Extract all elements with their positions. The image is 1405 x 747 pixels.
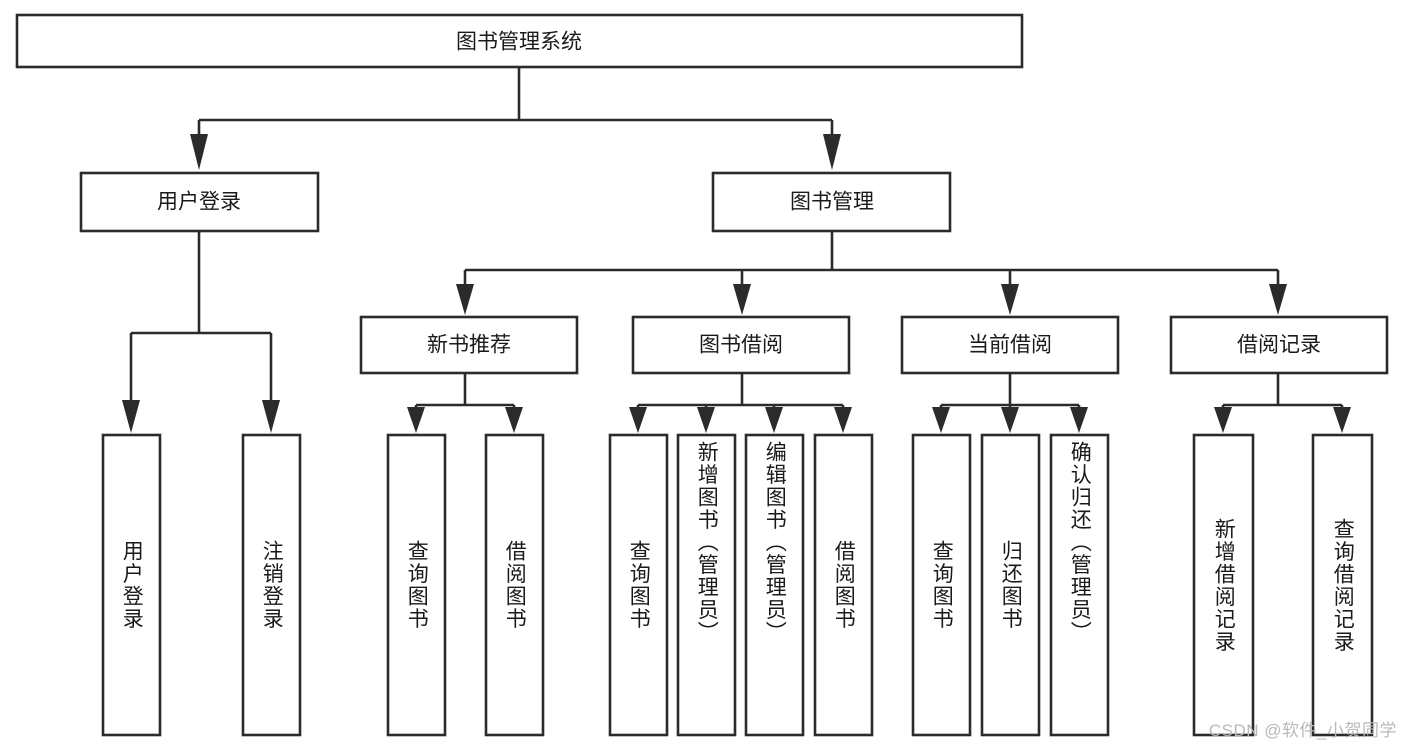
connector-group-book-borrow bbox=[629, 373, 852, 433]
arrow-head-user-login bbox=[190, 134, 208, 170]
leaf-rect-nbr-1[interactable] bbox=[386, 433, 447, 737]
arrow-head-book-borrow bbox=[733, 284, 751, 315]
node-new-book-recommend[interactable]: 新书推荐 bbox=[359, 315, 579, 375]
node-book-manage-label: 图书管理 bbox=[790, 191, 874, 214]
connector-group-new-book-recommend bbox=[407, 373, 523, 433]
node-new-book-recommend-label: 新书推荐 bbox=[427, 334, 511, 357]
node-user-login-label: 用户登录 bbox=[157, 191, 241, 214]
node-book-borrow-rect[interactable] bbox=[631, 315, 851, 375]
arrow-head-leaf-bb-2 bbox=[697, 407, 715, 433]
leaf-rect-br-2[interactable] bbox=[1311, 433, 1374, 737]
arrow-head-leaf-cb-1 bbox=[932, 407, 950, 433]
leaf-rect-br-1[interactable] bbox=[1192, 433, 1255, 737]
arrow-head-book-manage bbox=[823, 134, 841, 170]
node-root[interactable]: 图书管理系统 bbox=[15, 13, 1024, 69]
arrow-head-leaf-bb-1 bbox=[629, 407, 647, 433]
arrow-head-current-borrow bbox=[1001, 284, 1019, 315]
node-borrow-record[interactable]: 借阅记录 bbox=[1169, 315, 1389, 375]
arrow-head-leaf-bb-3 bbox=[765, 407, 783, 433]
node-current-borrow-label: 当前借阅 bbox=[968, 334, 1052, 357]
leaf-rect-bb-3[interactable] bbox=[744, 433, 805, 737]
node-book-manage-rect[interactable] bbox=[711, 171, 952, 233]
arrow-head-leaf-user-login-1 bbox=[122, 400, 140, 433]
connector-group-user-login bbox=[122, 232, 280, 433]
arrow-head-leaf-br-2 bbox=[1333, 407, 1351, 433]
node-current-borrow-rect[interactable] bbox=[900, 315, 1120, 375]
arrow-head-leaf-nbr-1 bbox=[407, 407, 425, 433]
node-user-login[interactable]: 用户登录 bbox=[79, 171, 320, 233]
connector-group-current-borrow bbox=[932, 373, 1088, 433]
node-book-manage[interactable]: 图书管理 bbox=[711, 171, 952, 233]
arrow-head-new-book-recommend bbox=[456, 284, 474, 315]
leaf-rect-user-login-1[interactable] bbox=[101, 433, 162, 737]
node-user-login-rect[interactable] bbox=[79, 171, 320, 233]
leaf-rect-cb-1[interactable] bbox=[911, 433, 972, 737]
arrow-head-leaf-user-login-2 bbox=[262, 400, 280, 433]
node-book-borrow[interactable]: 图书借阅 bbox=[631, 315, 851, 375]
connector-group-book-manage bbox=[456, 232, 1287, 315]
leaf-rect-bb-4[interactable] bbox=[813, 433, 874, 737]
node-borrow-record-label: 借阅记录 bbox=[1237, 334, 1321, 357]
arrow-head-leaf-cb-2 bbox=[1001, 407, 1019, 433]
leaf-rect-cb-3[interactable] bbox=[1049, 433, 1110, 737]
leaf-rect-bb-1[interactable] bbox=[608, 433, 669, 737]
node-root-label: 图书管理系统 bbox=[456, 31, 582, 54]
arrow-head-leaf-cb-3 bbox=[1070, 407, 1088, 433]
connector-group-borrow-record bbox=[1214, 373, 1351, 433]
arrow-head-leaf-nbr-2 bbox=[505, 407, 523, 433]
node-new-book-recommend-rect[interactable] bbox=[359, 315, 579, 375]
node-book-borrow-label: 图书借阅 bbox=[699, 334, 783, 357]
leaf-rect-nbr-2[interactable] bbox=[484, 433, 545, 737]
node-borrow-record-rect[interactable] bbox=[1169, 315, 1389, 375]
connector-group-root bbox=[190, 67, 841, 170]
arrow-head-leaf-bb-4 bbox=[834, 407, 852, 433]
arrow-head-borrow-record bbox=[1269, 284, 1287, 315]
leaf-rect-cb-2[interactable] bbox=[980, 433, 1041, 737]
node-current-borrow[interactable]: 当前借阅 bbox=[900, 315, 1120, 375]
arrow-head-leaf-br-1 bbox=[1214, 407, 1232, 433]
leaf-rect-user-login-2[interactable] bbox=[241, 433, 302, 737]
leaf-rect-bb-2[interactable] bbox=[676, 433, 737, 737]
node-root-rect[interactable] bbox=[15, 13, 1024, 69]
